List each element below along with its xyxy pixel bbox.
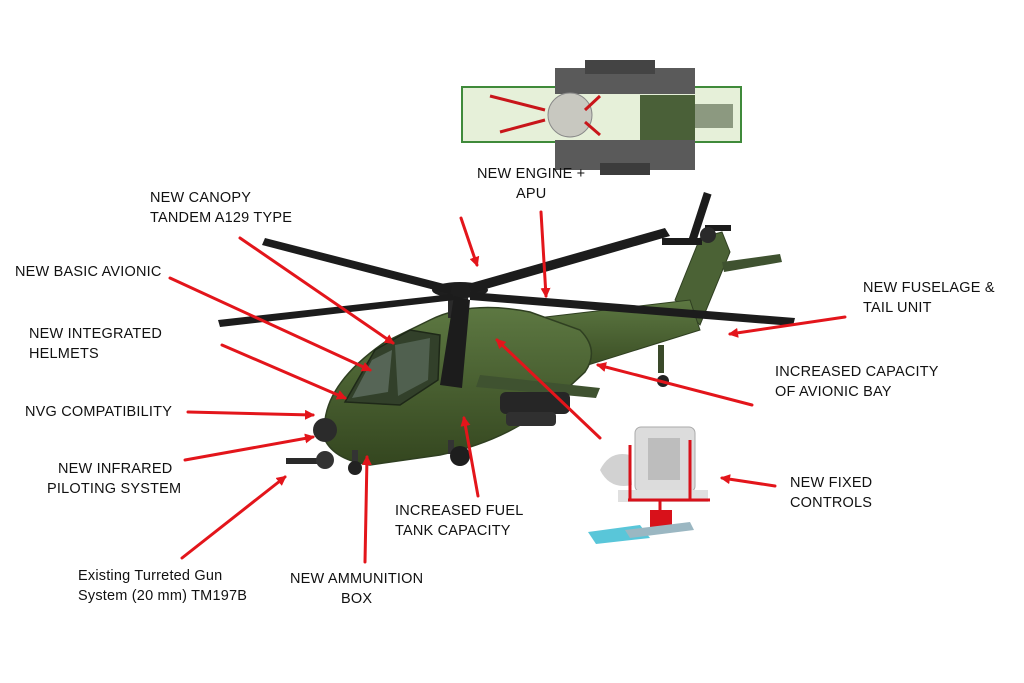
arrow-fixed-controls-from-hull	[495, 338, 602, 440]
label-fuselage: NEW FUSELAGE &TAIL UNIT	[863, 280, 995, 316]
arrow-fixed-controls	[720, 474, 777, 488]
attack-helicopter	[218, 191, 795, 475]
arrow-engine	[539, 210, 551, 298]
arrow-canopy	[238, 236, 395, 345]
fixed-controls-detail	[588, 426, 710, 544]
arrow-engine-short	[459, 216, 480, 267]
label-nvg: NVG COMPATIBILITY	[25, 404, 173, 420]
label-basic-avionic: NEW BASIC AVIONIC	[15, 264, 162, 280]
arrow-avionic-bay	[596, 362, 754, 407]
arrow-infrared	[183, 433, 315, 462]
label-engine: NEW ENGINE +APU	[477, 166, 586, 202]
arrow-nvg	[186, 409, 315, 420]
arrow-helmets	[220, 343, 347, 400]
engine-apu-cutaway	[461, 60, 742, 175]
arrow-basic-avionic	[168, 276, 372, 372]
arrow-gun	[180, 475, 287, 560]
arrow-fuel	[460, 416, 480, 498]
arrow-fuselage	[728, 315, 847, 338]
arrow-ammo	[361, 455, 372, 564]
callout-arrows	[168, 210, 847, 564]
